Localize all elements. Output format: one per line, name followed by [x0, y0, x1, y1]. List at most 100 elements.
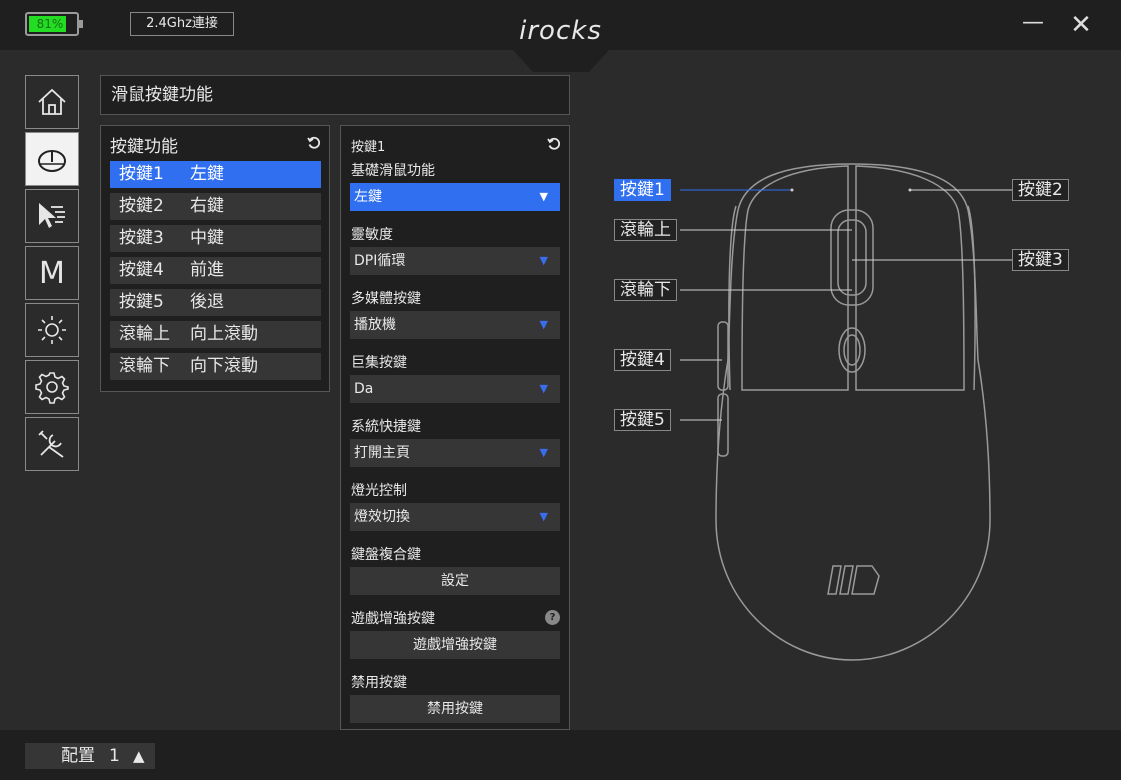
scroll-wheel-outline: [830, 209, 874, 306]
mouse-button-icon: [38, 150, 66, 172]
lighting-label: 燈光控制: [351, 483, 407, 499]
nav-settings[interactable]: [25, 360, 79, 414]
key-row-scroll-up[interactable]: 滾輪上向上滾動: [110, 321, 321, 348]
key-name: 按鍵2: [119, 196, 164, 216]
profile-number: 1: [109, 746, 120, 766]
profile-label: 配置: [61, 746, 95, 766]
nav-pointer[interactable]: [25, 189, 79, 243]
key-func: 後退: [190, 292, 224, 312]
settings-reset-icon[interactable]: [547, 137, 561, 151]
chevron-down-icon: ▼: [539, 446, 548, 459]
side-button-5: [717, 393, 729, 457]
reset-icon[interactable]: [307, 136, 321, 150]
chevron-down-icon: ▼: [539, 254, 548, 267]
status-bar: [0, 730, 1121, 780]
mouse-illustration: [680, 163, 1012, 661]
sensitivity-value: DPI循環: [354, 253, 406, 269]
combo-key-label: 鍵盤複合鍵: [351, 547, 421, 563]
callout-scroll-down[interactable]: 滾輪下: [614, 279, 677, 301]
multimedia-value: 播放機: [354, 317, 396, 333]
combo-key-set-button[interactable]: 設定: [350, 567, 560, 595]
chevron-down-icon: ▼: [539, 190, 548, 203]
side-nav: M: [25, 75, 81, 474]
battery-tip: [79, 20, 83, 28]
chevron-down-icon: ▼: [539, 318, 548, 331]
chevron-down-icon: ▼: [539, 510, 548, 523]
right-button-outline: [855, 165, 965, 391]
gear-icon: [35, 372, 69, 404]
callout-scroll-up[interactable]: 滾輪上: [614, 219, 677, 241]
key-name: 滾輪上: [119, 324, 170, 344]
title-bar: 81% 2.4Ghz連接 irocks — ✕: [0, 0, 1121, 50]
multimedia-label: 多媒體按鍵: [351, 291, 421, 307]
callout-button-2[interactable]: 按鍵2: [1012, 179, 1069, 201]
logo-notch: [513, 50, 609, 72]
help-icon[interactable]: ?: [545, 610, 560, 625]
connection-status: 2.4Ghz連接: [130, 12, 234, 36]
key-row-2[interactable]: 按鍵2 右鍵: [110, 193, 321, 220]
scroll-wheel-inner: [837, 219, 867, 296]
side-grip-line: [728, 205, 737, 391]
game-key-button[interactable]: 遊戲增強按鍵: [350, 631, 560, 659]
macro-label: 巨集按鍵: [351, 355, 407, 371]
key-func: 中鍵: [190, 228, 224, 248]
close-button[interactable]: ✕: [1070, 10, 1092, 40]
callout-dot-btn1: [790, 188, 794, 192]
multimedia-dropdown[interactable]: 播放機 ▼: [350, 311, 560, 339]
key-func: 向上滾動: [190, 324, 258, 344]
callout-button-4[interactable]: 按鍵4: [614, 349, 671, 371]
profile-selector[interactable]: 配置 1 ▲: [25, 743, 155, 769]
nav-mouse-buttons[interactable]: [25, 132, 79, 186]
sensitivity-dropdown[interactable]: DPI循環 ▼: [350, 247, 560, 275]
shortcut-value: 打開主頁: [354, 445, 410, 461]
key-func: 左鍵: [190, 164, 224, 184]
battery-percent: 81%: [36, 17, 64, 31]
key-func: 向下滾動: [190, 356, 258, 376]
nav-lighting[interactable]: [25, 303, 79, 357]
key-name: 按鍵4: [119, 260, 164, 280]
nav-macro[interactable]: M: [25, 246, 79, 300]
nav-tools[interactable]: [25, 417, 79, 471]
lighting-icon: [38, 316, 66, 344]
key-name: 按鍵3: [119, 228, 164, 248]
callout-button-5[interactable]: 按鍵5: [614, 409, 671, 431]
key-row-5[interactable]: 按鍵5 後退: [110, 289, 321, 316]
nav-home[interactable]: [25, 75, 79, 129]
basic-function-dropdown[interactable]: 左鍵 ▼: [350, 183, 560, 211]
macro-icon: M: [39, 255, 65, 291]
key-name: 按鍵5: [119, 292, 164, 312]
shortcut-label: 系統快捷鍵: [351, 419, 421, 435]
sensitivity-label: 靈敏度: [351, 227, 393, 243]
key-name: 滾輪下: [119, 356, 170, 376]
key-row-1[interactable]: 按鍵1 左鍵: [110, 161, 321, 188]
battery-indicator: 81%: [25, 12, 83, 36]
macro-dropdown[interactable]: Da▼: [350, 375, 560, 403]
battery-fill: [29, 16, 66, 32]
pointer-speed-icon: [39, 203, 65, 228]
callout-dot-btn2: [908, 188, 912, 192]
key-func: 右鍵: [190, 196, 224, 216]
macro-value: Da: [354, 381, 374, 397]
disable-key-label: 禁用按鍵: [351, 675, 407, 691]
basic-function-value: 左鍵: [354, 189, 382, 205]
lighting-dropdown[interactable]: 燈效切換 ▼: [350, 503, 560, 531]
key-row-scroll-down[interactable]: 滾輪下向下滾動: [110, 353, 321, 380]
key-row-3[interactable]: 按鍵3 中鍵: [110, 225, 321, 252]
left-button-outline: [741, 165, 849, 391]
brand-logo: irocks: [519, 16, 602, 46]
minimize-button[interactable]: —: [1022, 10, 1044, 35]
disable-key-button[interactable]: 禁用按鍵: [350, 695, 560, 723]
home-icon: [38, 88, 66, 115]
callout-button-3[interactable]: 按鍵3: [1012, 249, 1069, 271]
lighting-value: 燈效切換: [354, 509, 410, 525]
page-title: 滑鼠按鍵功能: [100, 75, 570, 115]
key-name: 按鍵1: [119, 164, 164, 184]
shortcut-dropdown[interactable]: 打開主頁 ▼: [350, 439, 560, 467]
button-settings-panel: 按鍵1 基礎滑鼠功能 左鍵▼ 靈敏度 DPI循環▼ 多媒體按鍵 播放機▼ 巨集按…: [340, 125, 570, 730]
side-grip-line-right: [967, 205, 976, 391]
callout-button-1[interactable]: 按鍵1: [614, 179, 671, 201]
dpi-button-outline: [838, 327, 866, 373]
